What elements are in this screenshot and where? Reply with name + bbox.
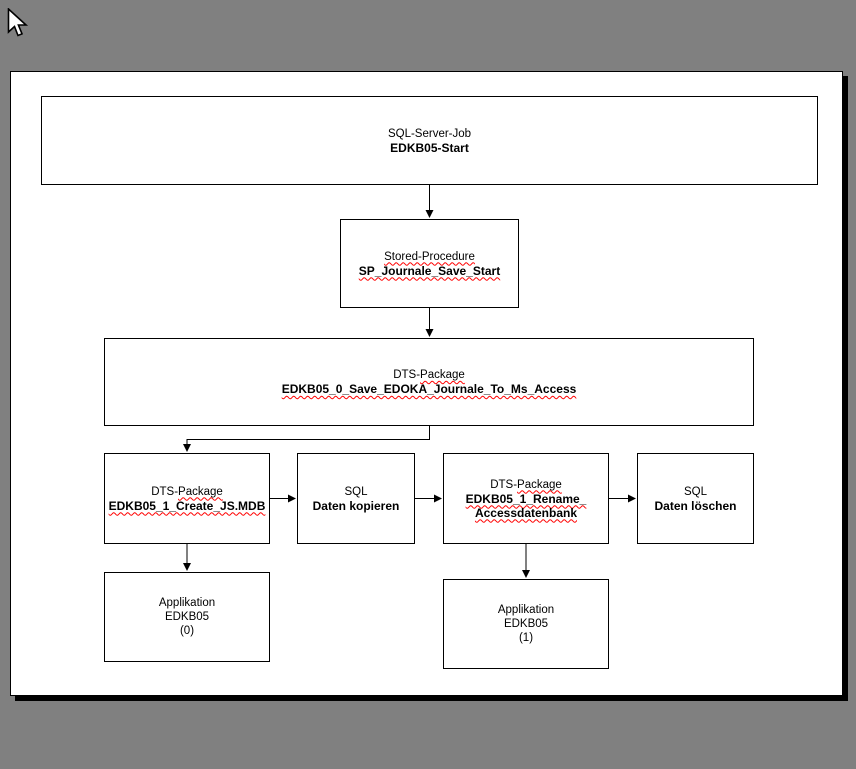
node-name-label: Daten löschen: [654, 498, 737, 513]
misspelled-text: EDKB05_0_Save_EDOKA_Journale_To_Ms_Acces…: [281, 382, 577, 396]
node-type-label: SQL-Server-Job: [387, 127, 472, 140]
node-name-label: EDKB05_1_Rename_: [466, 492, 587, 506]
node-dts-create-jsmdb[interactable]: DTS-Package EDKB05_1_Create_JS.MDB: [104, 453, 270, 544]
misspelled-text: Stored-Procedure: [384, 250, 475, 263]
misspelled-text: EDKB05_1_Rename_: [465, 491, 587, 506]
node-type-label: SQL: [683, 485, 707, 498]
node-type-label: DTS-Package: [151, 485, 223, 499]
node-line-2: EDKB05: [503, 618, 549, 630]
node-type-label: DTS-Package: [490, 478, 562, 492]
node-applikation-1[interactable]: Applikation EDKB05 (1): [443, 579, 609, 669]
node-line-1: Applikation: [158, 597, 216, 609]
misspelled-text: SP_Journale_Save_Start: [358, 263, 501, 278]
node-dts-save-journale[interactable]: DTS-Package EDKB05_0_Save_EDOKA_Journale…: [104, 338, 754, 426]
node-line-3: (1): [518, 632, 534, 644]
node-line-3: (0): [179, 625, 195, 637]
mouse-cursor-icon: [7, 8, 29, 37]
misspelled-text: Package: [517, 478, 562, 491]
node-name-label-2: Accessdatenbank: [475, 506, 577, 520]
node-name-label: Daten kopieren: [312, 498, 400, 513]
node-type-label: Stored-Procedure: [384, 250, 475, 264]
node-applikation-0[interactable]: Applikation EDKB05 (0): [104, 572, 270, 662]
node-line-2: EDKB05: [164, 611, 210, 623]
node-line-1: Applikation: [497, 604, 555, 616]
node-dts-rename-accessdb[interactable]: DTS-Package EDKB05_1_Rename_ Accessdaten…: [443, 453, 609, 544]
misspelled-text: Package: [420, 369, 465, 381]
misspelled-text: Accessdatenbank: [474, 505, 578, 520]
type-prefix: DTS-: [393, 369, 421, 381]
misspelled-text: EDKB05_1_Create_JS.MDB: [108, 498, 266, 513]
node-name-label: SP_Journale_Save_Start: [359, 264, 500, 278]
document-page: SQL-Server-Job EDKB05-Start Stored-Proce…: [10, 71, 843, 696]
node-sql-daten-loeschen[interactable]: SQL Daten löschen: [637, 453, 754, 544]
node-sql-server-job[interactable]: SQL-Server-Job EDKB05-Start: [41, 96, 818, 185]
node-type-label: SQL: [344, 485, 368, 498]
node-name-label: EDKB05-Start: [390, 140, 469, 155]
type-prefix: DTS-: [151, 485, 179, 498]
misspelled-text: Package: [178, 485, 223, 498]
node-name-label: EDKB05_1_Create_JS.MDB: [109, 499, 266, 513]
node-name-label: EDKB05_0_Save_EDOKA_Journale_To_Ms_Acces…: [282, 382, 577, 396]
node-type-label: DTS-Package: [393, 368, 465, 382]
node-stored-procedure[interactable]: Stored-Procedure SP_Journale_Save_Start: [340, 219, 519, 308]
node-sql-daten-kopieren[interactable]: SQL Daten kopieren: [297, 453, 415, 544]
type-prefix: DTS-: [490, 478, 518, 491]
